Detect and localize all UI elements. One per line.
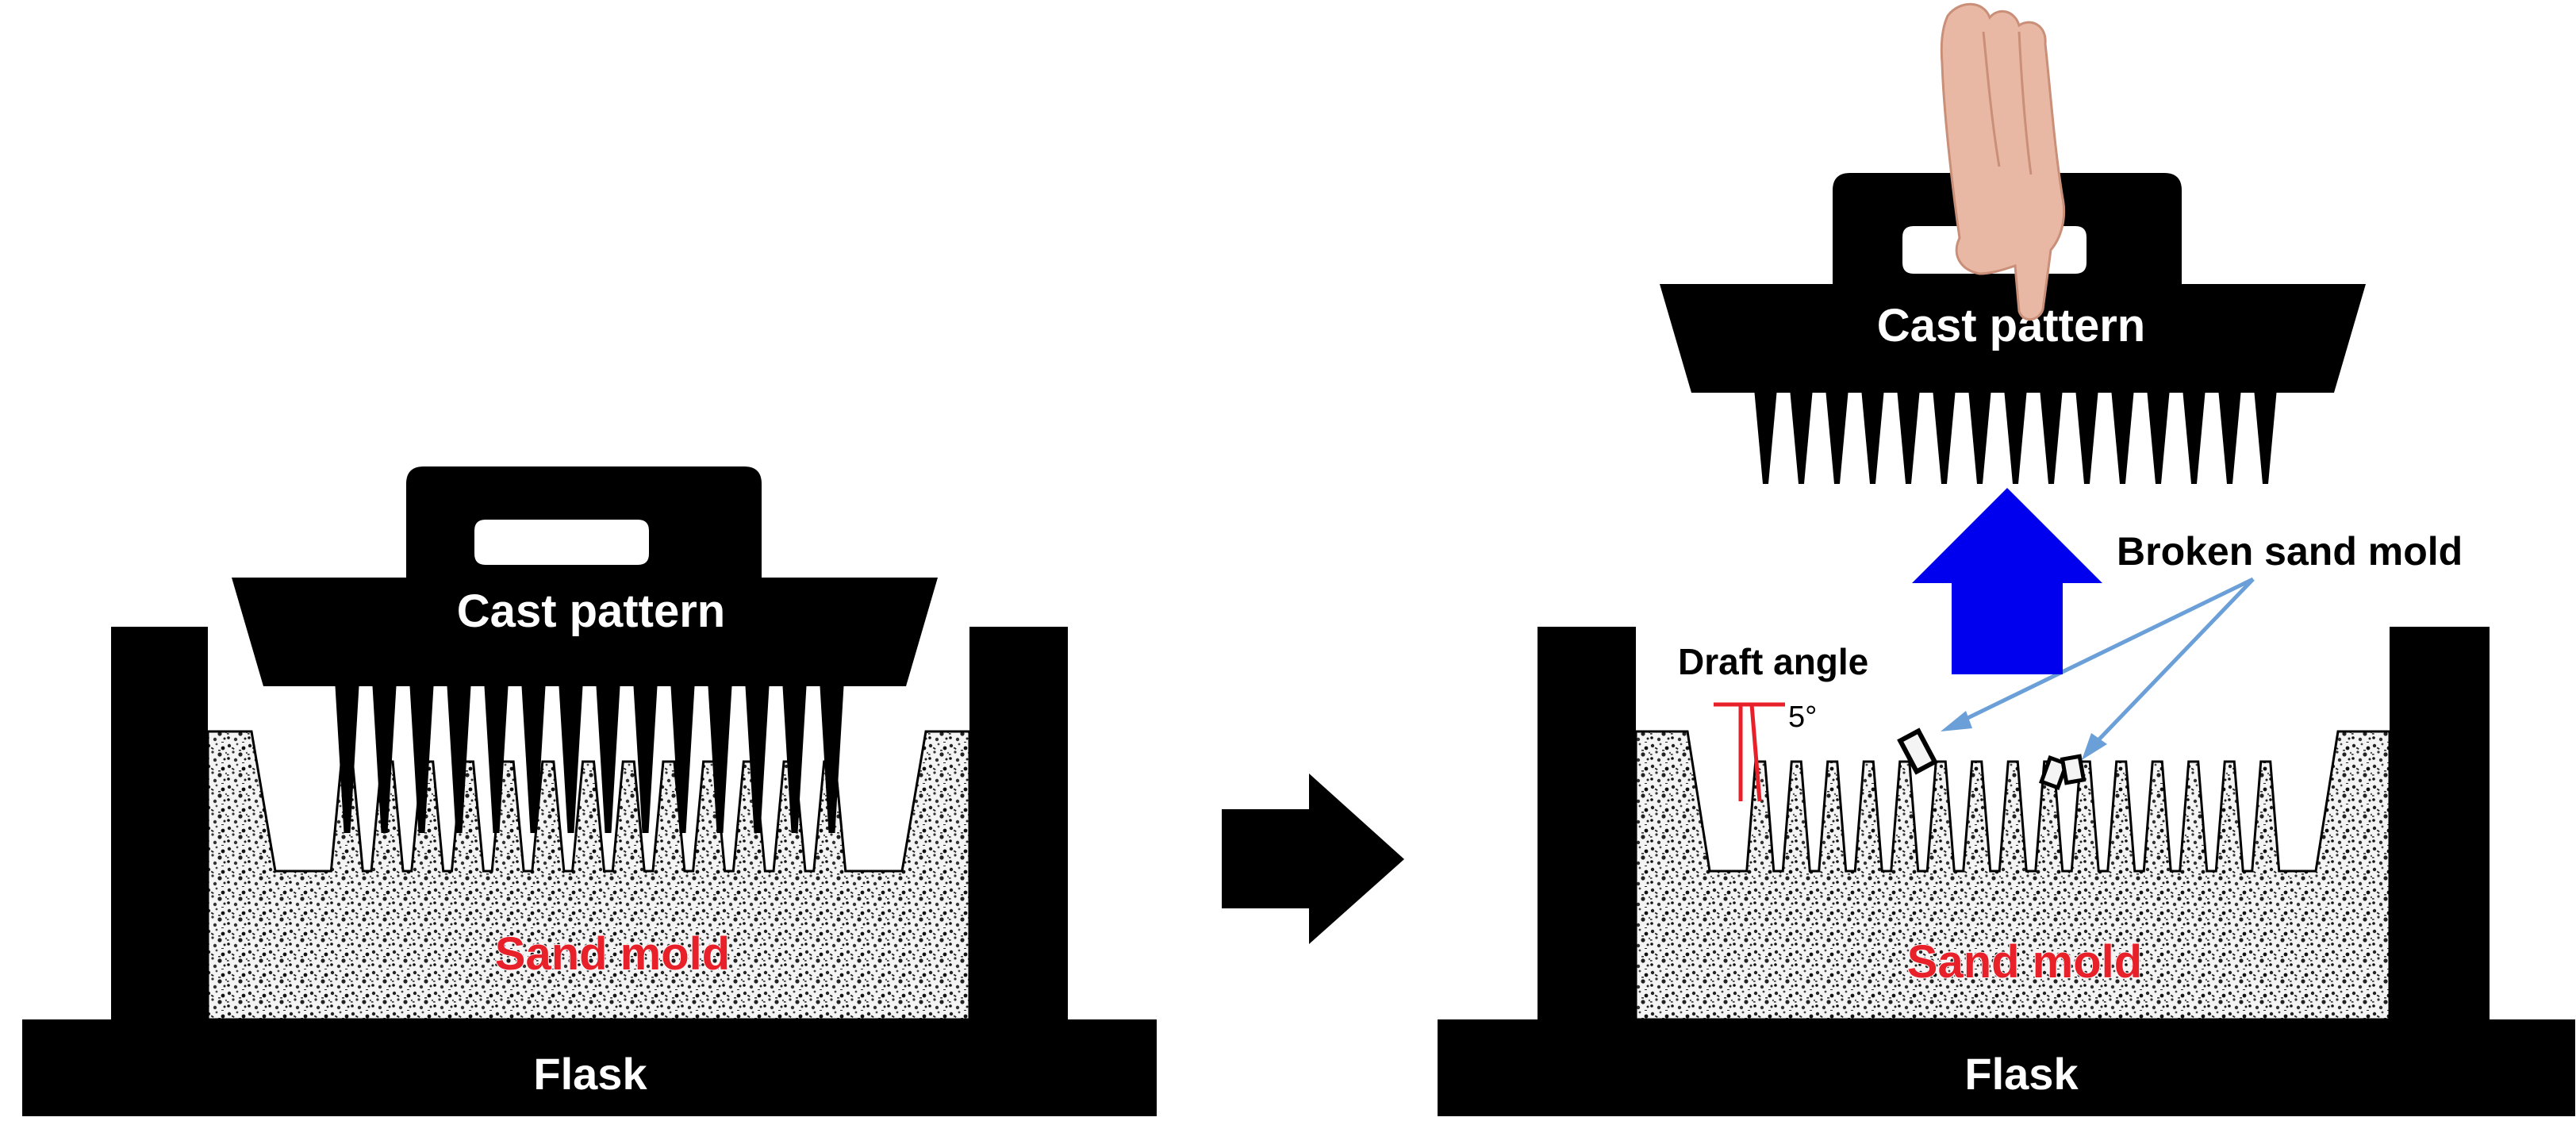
left-flask-wall-right [969,627,1068,1023]
draft-angle-value: 5° [1788,701,1817,734]
right-sand-mold-label: Sand mold [1907,936,2142,988]
hand-icon [1940,2,2066,321]
right-arrow-icon [1222,774,1404,944]
right-flask-wall-right [2390,627,2490,1023]
broken-pointer-arrows [1941,577,2255,760]
right-cast-pattern [1660,173,2366,484]
left-flask-base [22,1019,1157,1116]
left-cast-pattern [232,466,938,833]
right-flask-wall-left [1538,627,1636,1023]
right-sand-mold [1634,730,2391,1021]
draft-angle-label: Draft angle [1678,641,1868,682]
right-flask-base [1438,1019,2575,1116]
draft-angle-marker [1714,702,1785,802]
left-flask-wall-left [111,627,208,1023]
left-sand-mold-label: Sand mold [495,928,730,980]
left-cast-pattern-label: Cast pattern [457,585,725,637]
left-assembly: Cast pattern Sand mold Flask [22,466,1157,1116]
broken-sand-pieces [1897,727,2087,791]
right-assembly: Sand mold Flask Draft angle 5° Broken sa… [1438,2,2575,1116]
right-flask-label: Flask [1964,1049,2079,1099]
broken-sand-mold-label: Broken sand mold [2117,529,2463,574]
up-arrow-icon [1912,488,2102,674]
left-flask [22,627,1157,1116]
left-flask-label: Flask [533,1049,647,1099]
right-cast-pattern-label: Cast pattern [1877,300,2145,351]
right-flask [1438,627,2575,1116]
